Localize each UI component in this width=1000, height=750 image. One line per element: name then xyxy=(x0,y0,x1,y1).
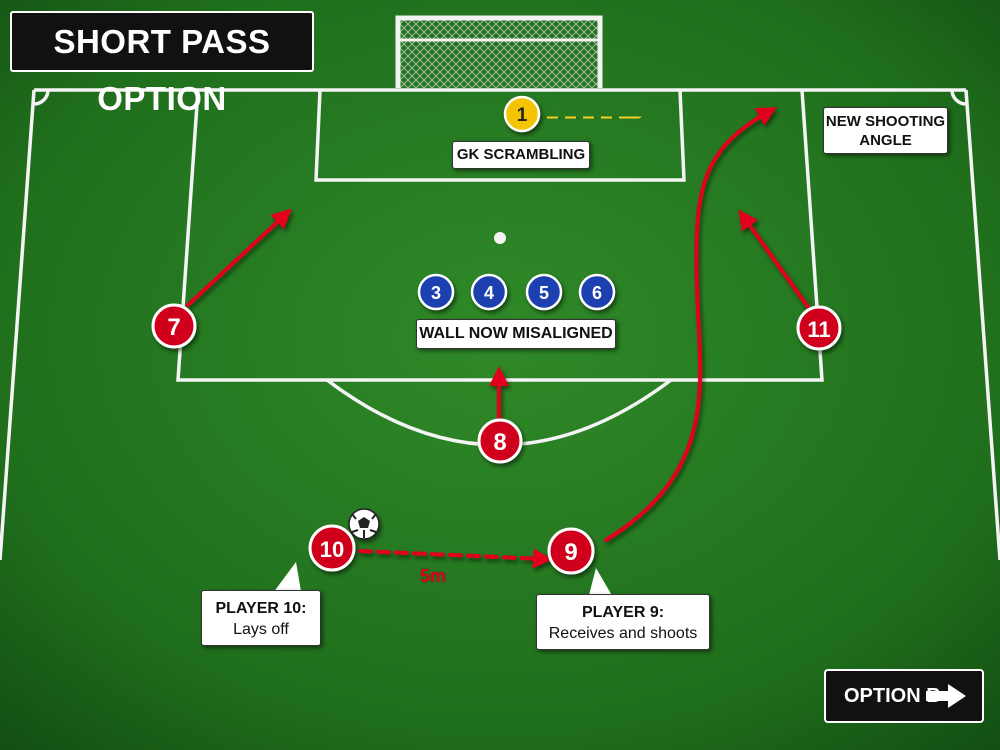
new-shooting-angle-line1: NEW SHOOTING xyxy=(825,113,946,130)
option-b-label: OPTION B xyxy=(844,685,941,707)
player-9-callout-pointer xyxy=(588,568,614,599)
wall-player-number: 6 xyxy=(592,283,602,303)
player-10-callout-pointer xyxy=(270,562,302,597)
lay-off-pass-arrow xyxy=(358,548,553,569)
player-7-marker: 7 xyxy=(151,303,197,349)
right-corner-arc xyxy=(950,89,967,106)
left-corner-arc xyxy=(33,89,50,106)
new-shooting-angle-label: NEW SHOOTING ANGLE xyxy=(823,107,948,154)
player-7-run-arrow xyxy=(186,208,292,307)
gk-scrambling-label: GK SCRAMBLING xyxy=(452,141,590,169)
diagram-title: SHORT PASS OPTION xyxy=(10,11,314,117)
player-10-number: 10 xyxy=(320,537,344,562)
player-9-callout: PLAYER 9: Receives and shoots xyxy=(536,594,710,650)
wall-player-number: 3 xyxy=(431,283,441,303)
new-shooting-angle-line2: ANGLE xyxy=(859,132,912,149)
left-touchline xyxy=(0,89,36,561)
player-9-callout-text: Receives and shoots xyxy=(548,625,698,642)
defensive-wall: 3 4 5 6 xyxy=(417,273,616,311)
player-10-callout: PLAYER 10: Lays off xyxy=(201,590,321,646)
player-11-number: 11 xyxy=(807,317,830,342)
player-8-marker: 8 xyxy=(477,418,523,464)
goal xyxy=(395,15,603,88)
wall-player-marker xyxy=(417,273,455,311)
player-11-run-arrow xyxy=(738,209,810,309)
player-9-callout-title: PLAYER 9: xyxy=(581,604,665,621)
six-yard-box xyxy=(314,89,686,182)
goalkeeper-marker: 1 xyxy=(503,95,541,133)
player-9-marker: 9 xyxy=(547,527,595,575)
goalkeeper-number: 1 xyxy=(517,105,528,126)
wall-player-number: 5 xyxy=(539,283,549,303)
wall-misaligned-label: WALL NOW MISALIGNED xyxy=(416,319,616,349)
wall-player-marker xyxy=(578,273,616,311)
player-11-marker: 11 xyxy=(796,305,842,351)
player-10-marker: 10 xyxy=(308,524,356,572)
gk-move-arrow xyxy=(546,107,642,128)
wall-player-number: 4 xyxy=(484,283,494,303)
player-9-shot-path-arrow xyxy=(604,107,777,542)
right-touchline xyxy=(964,89,1000,561)
player-9-number: 9 xyxy=(564,539,577,566)
player-10-callout-title: PLAYER 10: xyxy=(215,600,307,617)
ball-icon xyxy=(348,508,380,540)
player-7-number: 7 xyxy=(167,314,180,341)
player-8-number: 8 xyxy=(493,429,506,456)
arrow-right-icon xyxy=(926,684,966,708)
player-10-callout-text: Lays off xyxy=(233,621,289,638)
wall-player-marker xyxy=(525,273,563,311)
pass-distance-label: 5m xyxy=(420,566,447,586)
wall-player-marker xyxy=(470,273,508,311)
penalty-spot xyxy=(494,232,506,244)
option-b-button[interactable]: OPTION B xyxy=(824,669,984,723)
